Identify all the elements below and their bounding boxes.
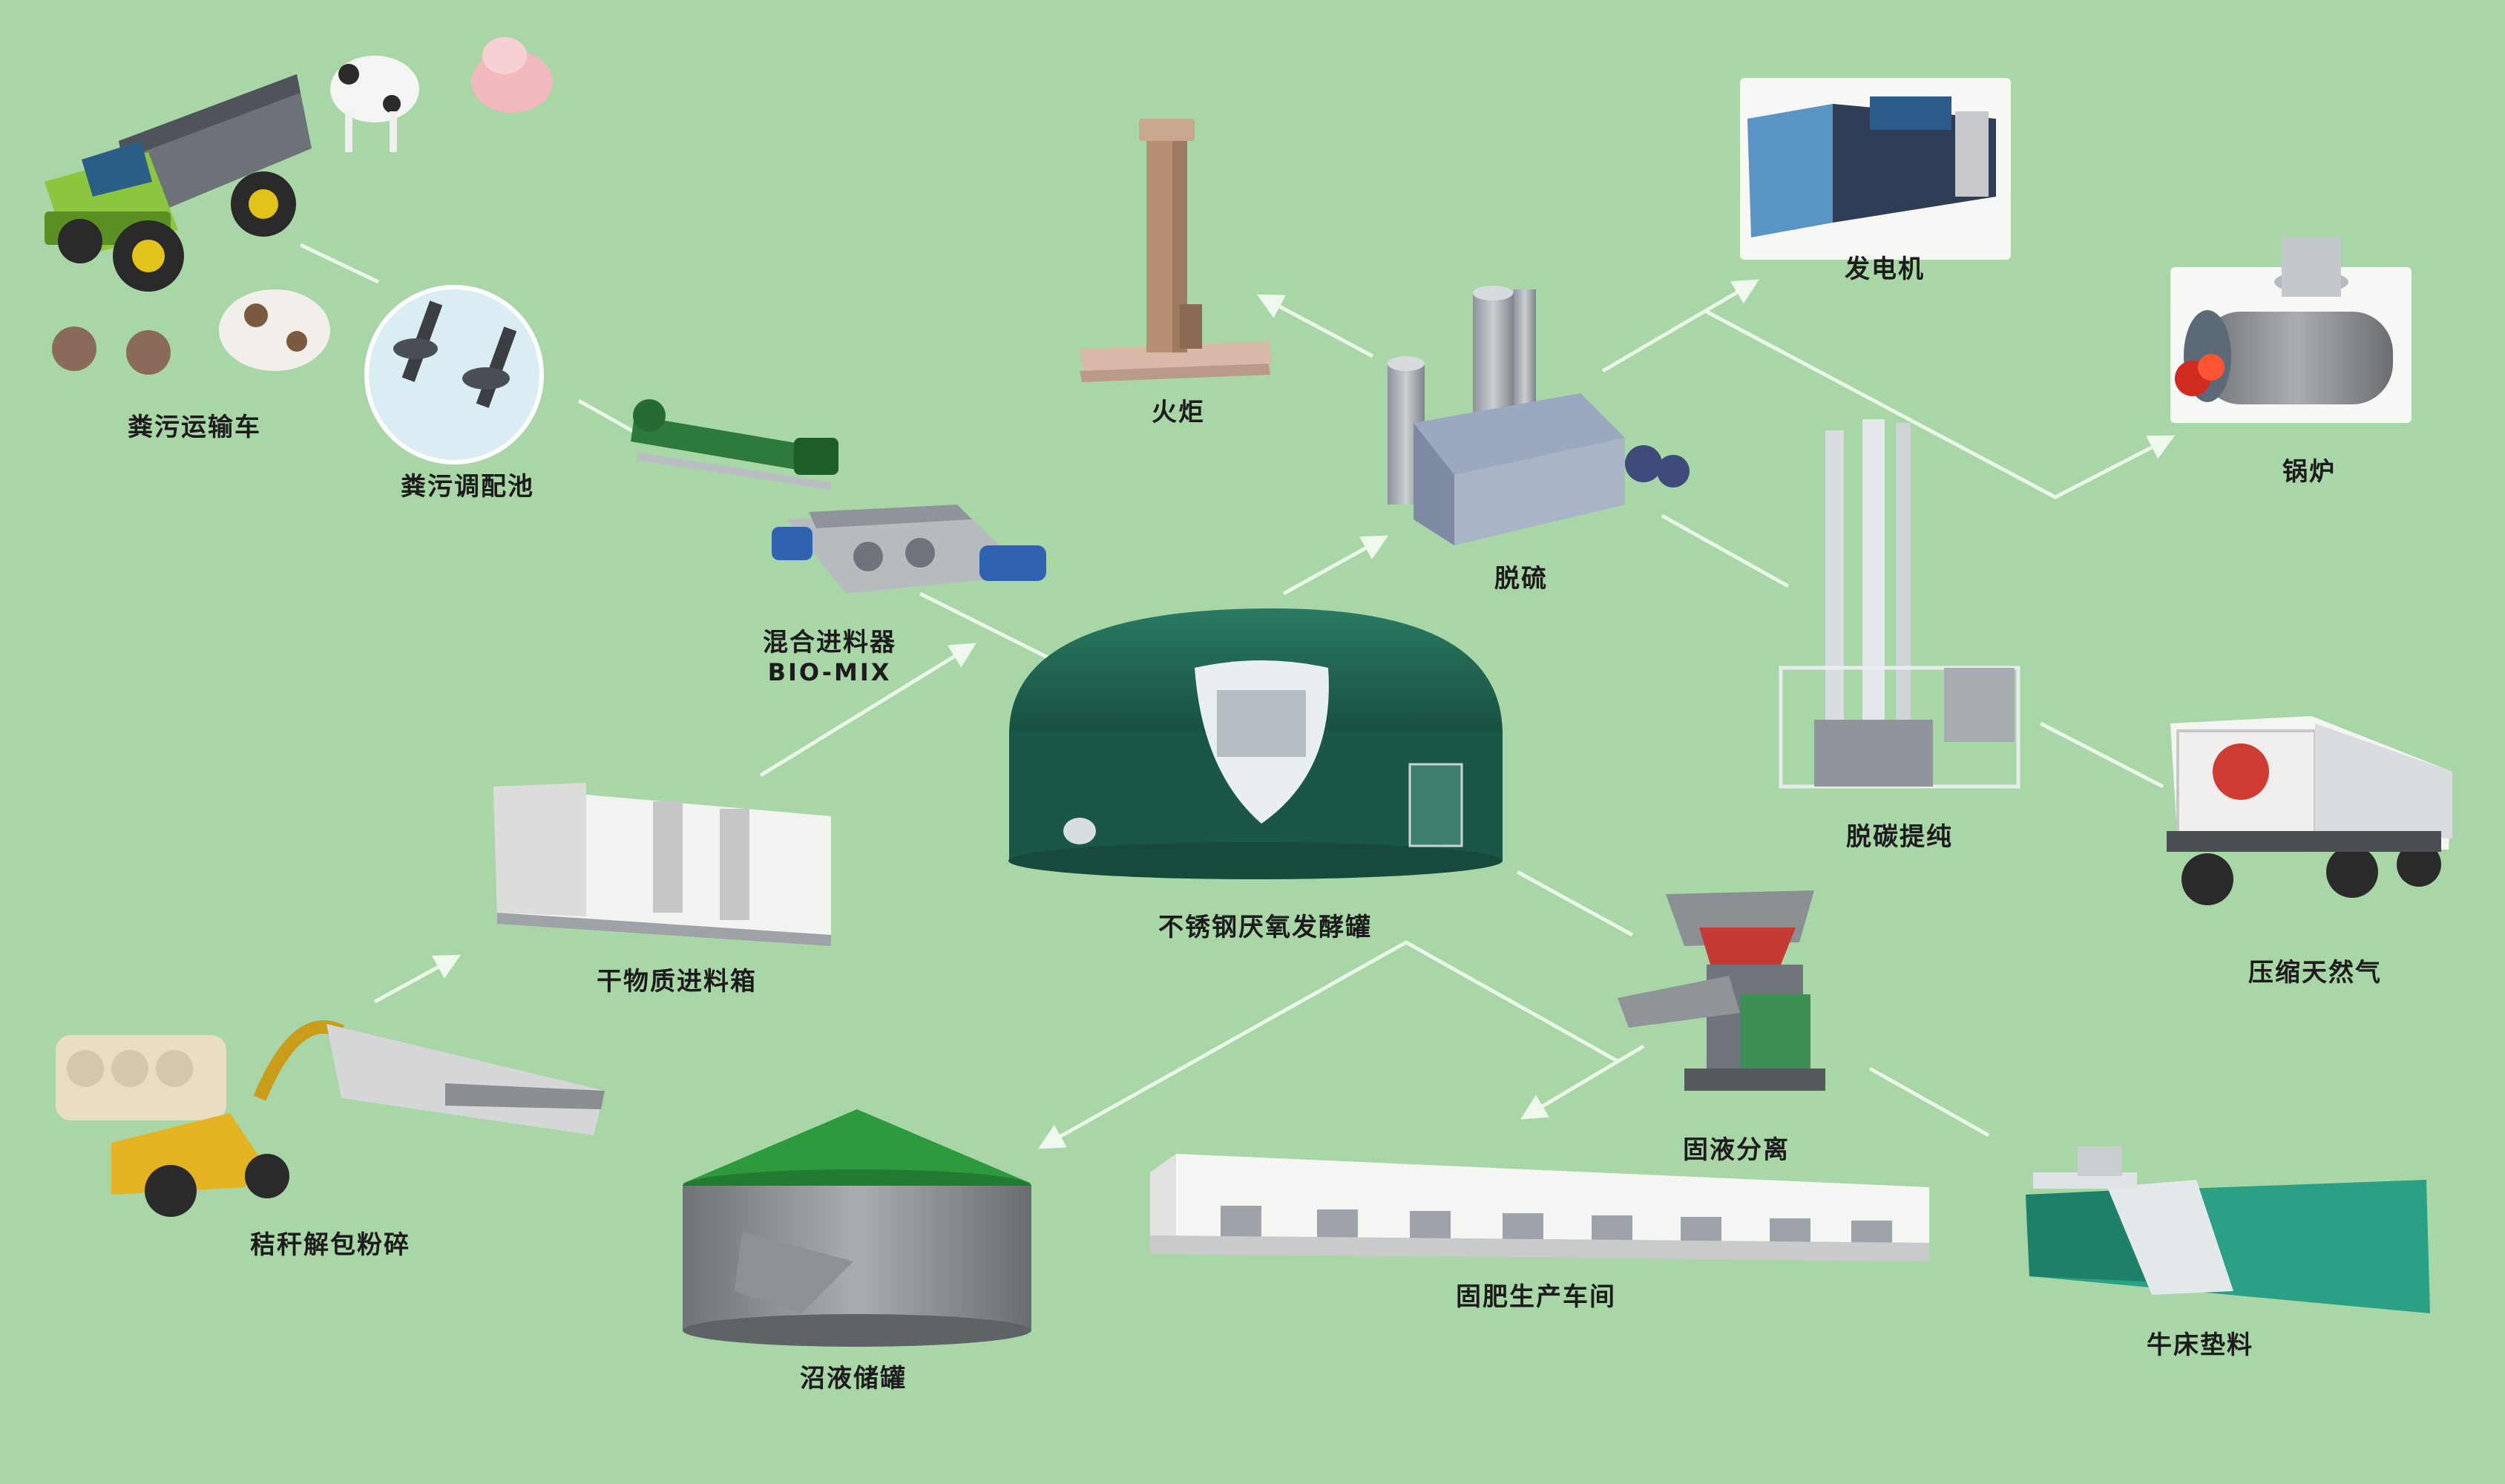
desulfurization-image bbox=[1388, 286, 1690, 545]
label-bedding: 牛床垫料 bbox=[2147, 1330, 2253, 1360]
bedding-image bbox=[2026, 1146, 2430, 1313]
slurry-tank-image bbox=[683, 1109, 1031, 1347]
screw-pump-image bbox=[631, 399, 838, 490]
dry-feeder-image bbox=[493, 783, 831, 946]
arrow-pump-to-digester bbox=[919, 591, 1055, 663]
fertilizer-plant-image bbox=[1150, 1154, 1929, 1261]
arrow-dryfeed-to-digester bbox=[759, 643, 976, 778]
label-boiler: 锅炉 bbox=[2282, 457, 2336, 487]
manure-tank-image bbox=[364, 285, 544, 464]
label-manure-tank: 粪污调配池 bbox=[401, 472, 534, 502]
mixer-bio-mix-image bbox=[772, 505, 1046, 594]
arrow-truck-to-tank bbox=[299, 243, 380, 284]
digester-dome-image bbox=[1008, 608, 1503, 879]
label-fertilizer-plant: 固肥生产车间 bbox=[1456, 1282, 1616, 1312]
arrow-separator-to-fertilizer bbox=[1520, 1044, 1645, 1120]
label-desulfurization: 脱硫 bbox=[1494, 564, 1548, 594]
arrow-decarb-to-cng bbox=[2039, 721, 2164, 789]
label-decarb: 脱碳提纯 bbox=[1846, 822, 1953, 852]
label-cng: 压缩天然气 bbox=[2248, 958, 2382, 988]
connector-lines bbox=[299, 243, 2176, 1149]
boiler-image bbox=[2170, 237, 2412, 423]
straw-crushing-image bbox=[56, 1020, 605, 1217]
arrow-digester-to-slurry bbox=[1037, 940, 1619, 1149]
livestock-icons bbox=[52, 37, 553, 375]
label-digester: 不锈钢厌氧发酵罐 bbox=[1158, 913, 1372, 942]
arrow-desulf-to-generator bbox=[1601, 279, 1760, 373]
label-generator: 发电机 bbox=[1845, 255, 1925, 284]
label-dry-feeder: 干物质进料箱 bbox=[597, 967, 757, 997]
arrow-desulf-to-boiler bbox=[1705, 309, 2176, 499]
label-mixer-sub: BIO-MIX bbox=[767, 658, 892, 686]
arrow-desulf-to-decarb bbox=[1661, 513, 1790, 588]
arrow-desulf-to-torch bbox=[1256, 294, 1374, 358]
torch-image bbox=[1080, 119, 1273, 382]
generator-image bbox=[1740, 78, 2011, 260]
label-torch: 火炬 bbox=[1152, 398, 1205, 427]
label-separator: 固液分离 bbox=[1683, 1135, 1790, 1165]
separator-image bbox=[1618, 890, 1825, 1091]
arrow-digester-to-desulf bbox=[1282, 535, 1389, 596]
arrow-straw-to-dryfeed bbox=[373, 954, 462, 1004]
cng-trailer-image bbox=[2167, 716, 2452, 905]
label-slurry-tank: 沼液储罐 bbox=[800, 1364, 907, 1393]
label-straw: 秸秆解包粉碎 bbox=[250, 1230, 410, 1260]
arrow-tank-to-pump bbox=[577, 398, 640, 436]
manure-truck-image bbox=[45, 74, 312, 292]
label-mixer: 混合进料器 BIO-MIX bbox=[763, 622, 896, 686]
decarbonization-image bbox=[1779, 419, 2020, 789]
label-manure-truck: 粪污运输车 bbox=[128, 413, 261, 442]
arrow-digester-to-separator bbox=[1516, 870, 1634, 937]
label-mixer-name: 混合进料器 bbox=[763, 628, 896, 657]
arrow-separator-to-bedding bbox=[1868, 1066, 1990, 1137]
